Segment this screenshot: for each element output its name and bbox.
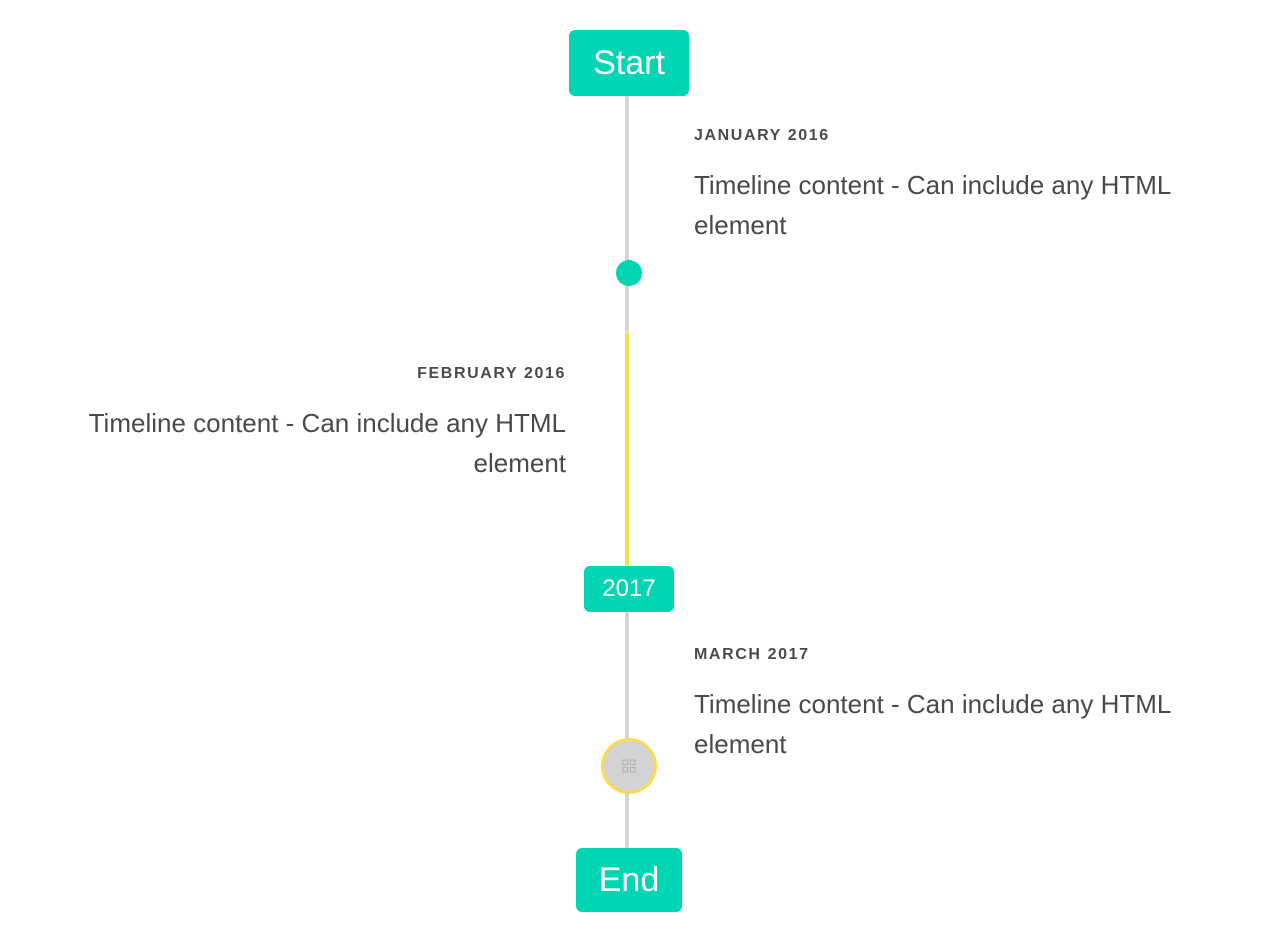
timeline-year-divider-badge[interactable]: 2017 — [584, 566, 674, 612]
timeline-year-divider-label: 2017 — [602, 575, 656, 602]
timeline-start-label: Start — [593, 43, 665, 82]
timeline-event-date: MARCH 2017 — [694, 646, 810, 663]
timeline-event-body: MARCH 2017 Timeline content - Can includ… — [694, 647, 1234, 764]
broken-image-icon[interactable] — [601, 738, 657, 794]
timeline-end-label: End — [598, 860, 660, 899]
timeline-start-badge[interactable]: Start — [569, 30, 689, 96]
timeline-event-body: JANUARY 2016 Timeline content - Can incl… — [694, 128, 1234, 245]
timeline-end-badge[interactable]: End — [576, 848, 682, 912]
timeline-axis-segment-yellow — [625, 332, 629, 566]
timeline-axis-segment-gray-top — [625, 94, 629, 332]
timeline-event-content: Timeline content - Can include any HTML … — [694, 170, 1171, 240]
timeline-event-content: Timeline content - Can include any HTML … — [88, 408, 566, 478]
timeline-event-date: JANUARY 2016 — [694, 127, 830, 144]
dot-icon[interactable] — [616, 260, 642, 286]
timeline-event-date: FEBRUARY 2016 — [417, 365, 566, 382]
timeline-axis-segment-gray-bottom — [625, 612, 629, 850]
timeline-event-content: Timeline content - Can include any HTML … — [694, 689, 1171, 759]
timeline-event-body: FEBRUARY 2016 Timeline content - Can inc… — [34, 366, 566, 483]
